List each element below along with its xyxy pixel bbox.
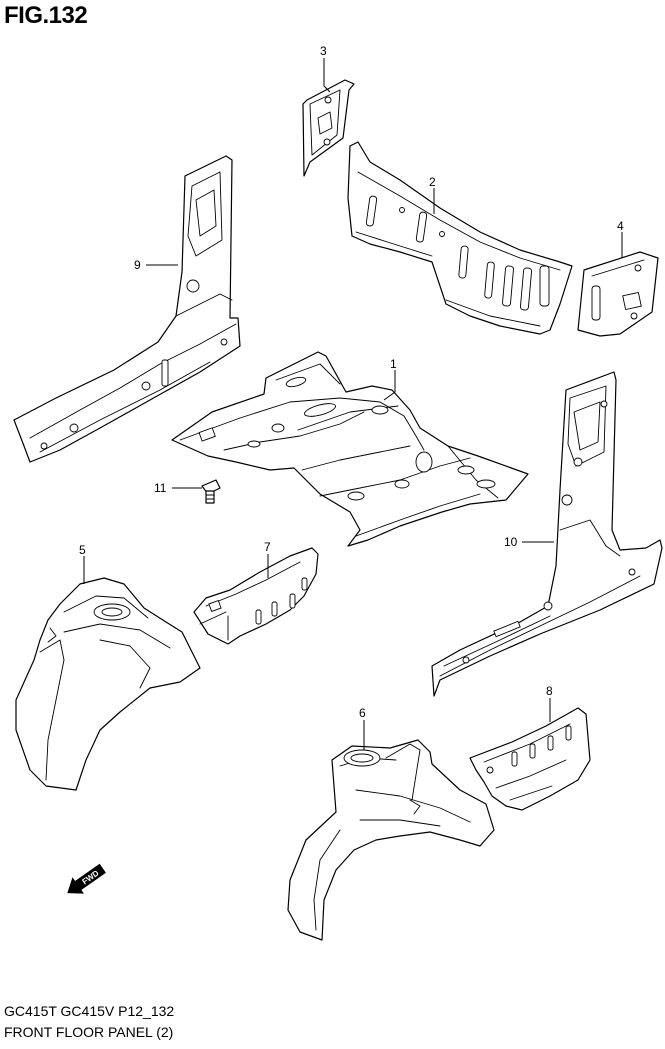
part-5-left-wheel-housing [15,577,201,791]
part-2-cross-member [347,141,573,335]
figure-caption: FRONT FLOOR PANEL (2) [4,1024,174,1040]
fwd-arrow-icon: FWD [67,863,106,894]
part-10-right-pillar [431,371,663,697]
callout-6: 6 [359,706,366,720]
callout-7: 7 [264,540,271,554]
callout-8: 8 [546,684,553,698]
part-1-front-floor-panel [171,351,529,547]
figure-title: FIG.132 [4,2,88,29]
callout-11: 11 [154,481,167,495]
callout-1: 1 [390,357,397,371]
callout-5: 5 [79,543,86,557]
leader-1 [383,370,396,401]
model-codes: GC415T GC415V P12_132 [4,1003,175,1019]
part-7-left-reinforcement [193,547,319,645]
part-8-right-reinforcement [469,707,591,811]
part-6-right-wheel-housing [287,739,495,941]
leader-lines [83,58,623,750]
part-4-side-panel [577,251,659,337]
callout-10: 10 [504,535,518,549]
callout-2: 2 [429,175,436,189]
part-11-bolt [201,479,221,504]
callout-4: 4 [617,219,624,233]
leader-3 [323,58,331,93]
callout-3: 3 [320,44,327,58]
callout-9: 9 [134,258,141,272]
part-9-left-pillar [13,155,241,463]
callout-labels: 1 2 3 4 5 6 7 8 9 10 11 [79,44,624,720]
part-3-bracket [302,79,355,177]
